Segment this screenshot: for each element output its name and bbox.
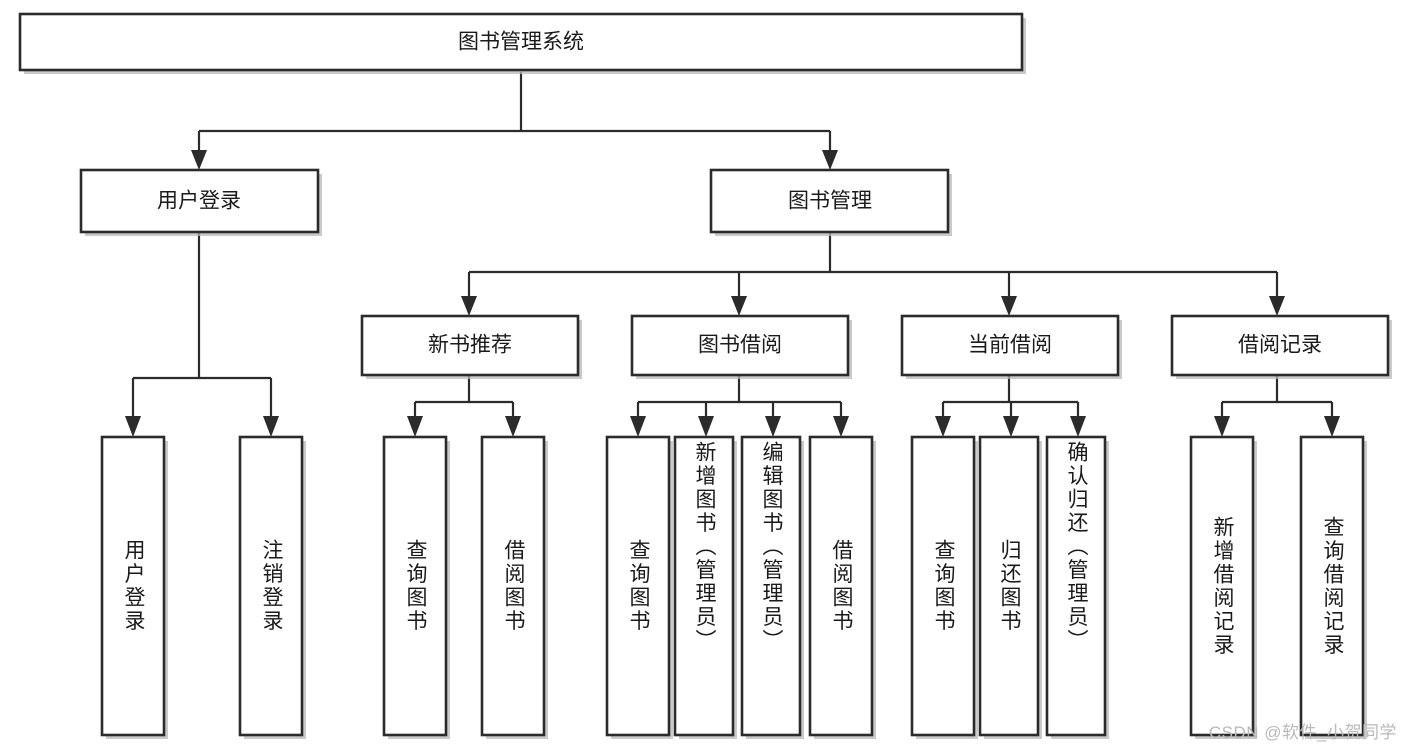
- leaf-box[interactable]: [673, 435, 735, 737]
- leaf-box[interactable]: [238, 435, 304, 737]
- arrowhead-leaf-bookborrow-1: [630, 416, 646, 437]
- leaf-box[interactable]: [605, 435, 671, 737]
- leaf-box[interactable]: [808, 435, 874, 737]
- arrowhead-leaf-newbook-1: [407, 416, 423, 437]
- arrowhead-leaf-currentborrow-1: [935, 416, 951, 437]
- connectors-group: [125, 72, 1340, 437]
- leaf-box[interactable]: [100, 435, 166, 737]
- arrowhead-leaf-borrowrecord-2: [1324, 416, 1340, 437]
- root-label: 图书管理系统: [458, 31, 584, 54]
- node-user-login[interactable]: 用户登录: [79, 168, 322, 236]
- book-borrow-box[interactable]: [630, 314, 850, 377]
- root-box[interactable]: [18, 12, 1024, 72]
- node-borrow-record[interactable]: 借阅记录: [1170, 314, 1392, 379]
- leaf-book-borrow-4[interactable]: [808, 435, 876, 739]
- arrowhead-leaf-user-login-1: [125, 416, 141, 437]
- csdn-watermark: CSDN @软件_小贺同学: [1208, 723, 1397, 742]
- user-login-box[interactable]: [79, 168, 320, 234]
- leaf-box[interactable]: [1299, 435, 1365, 737]
- leaf-borrow-record-2[interactable]: [1299, 435, 1367, 739]
- leaf-current-borrow-3[interactable]: [1045, 435, 1109, 739]
- book-manage-box[interactable]: [709, 168, 950, 234]
- arrowhead-leaf-user-login-2: [263, 416, 279, 437]
- arrowhead-leaf-bookborrow-2: [698, 416, 714, 437]
- book-borrow-label: 图书借阅: [698, 334, 782, 357]
- leaf-book-borrow-3[interactable]: [740, 435, 804, 739]
- arrowhead-book-manage: [822, 150, 838, 170]
- arrowhead-current-borrow: [1001, 296, 1017, 316]
- node-book-borrow[interactable]: 图书借阅: [630, 314, 852, 379]
- arrowhead-leaf-bookborrow-4: [833, 416, 849, 437]
- node-current-borrow[interactable]: 当前借阅: [900, 314, 1122, 379]
- leaf-box[interactable]: [740, 435, 802, 737]
- user-login-label: 用户登录: [157, 190, 241, 213]
- leaf-current-borrow-2[interactable]: [978, 435, 1042, 739]
- arrowhead-leaf-newbook-2: [505, 416, 521, 437]
- arrowhead-new-book: [461, 296, 477, 316]
- leaf-box[interactable]: [480, 435, 546, 737]
- leaf-new-book-1[interactable]: [382, 435, 450, 739]
- current-borrow-box[interactable]: [900, 314, 1120, 377]
- arrowhead-borrow-record: [1269, 296, 1285, 316]
- arrowhead-user-login: [191, 150, 207, 170]
- arrowhead-leaf-borrowrecord-1: [1214, 416, 1230, 437]
- new-book-box[interactable]: [360, 314, 580, 377]
- leaf-book-borrow-1[interactable]: [605, 435, 673, 739]
- borrow-record-label: 借阅记录: [1238, 334, 1322, 357]
- borrow-record-box[interactable]: [1170, 314, 1390, 377]
- arrowhead-leaf-bookborrow-3: [765, 416, 781, 437]
- leaf-box[interactable]: [382, 435, 448, 737]
- current-borrow-label: 当前借阅: [968, 334, 1052, 357]
- arrowhead-book-borrow: [731, 296, 747, 316]
- arrowhead-leaf-currentborrow-3: [1070, 416, 1086, 437]
- leaf-new-book-2[interactable]: [480, 435, 548, 739]
- leaf-box[interactable]: [1189, 435, 1255, 737]
- node-book-manage[interactable]: 图书管理: [709, 168, 952, 236]
- node-new-book-recommend[interactable]: 新书推荐: [360, 314, 582, 379]
- leaf-box[interactable]: [1045, 435, 1107, 737]
- leaf-user-login-1[interactable]: [100, 435, 168, 739]
- leaf-borrow-record-1[interactable]: [1189, 435, 1257, 739]
- arrowhead-leaf-currentborrow-2: [1003, 416, 1019, 437]
- leaf-user-login-2[interactable]: [238, 435, 306, 739]
- new-book-label: 新书推荐: [428, 334, 512, 357]
- leaf-book-borrow-2[interactable]: [673, 435, 737, 739]
- node-root[interactable]: 图书管理系统: [18, 12, 1026, 74]
- book-manage-label: 图书管理: [788, 190, 872, 213]
- leaf-box[interactable]: [910, 435, 976, 737]
- leaf-box[interactable]: [978, 435, 1040, 737]
- leaf-current-borrow-1[interactable]: [910, 435, 978, 739]
